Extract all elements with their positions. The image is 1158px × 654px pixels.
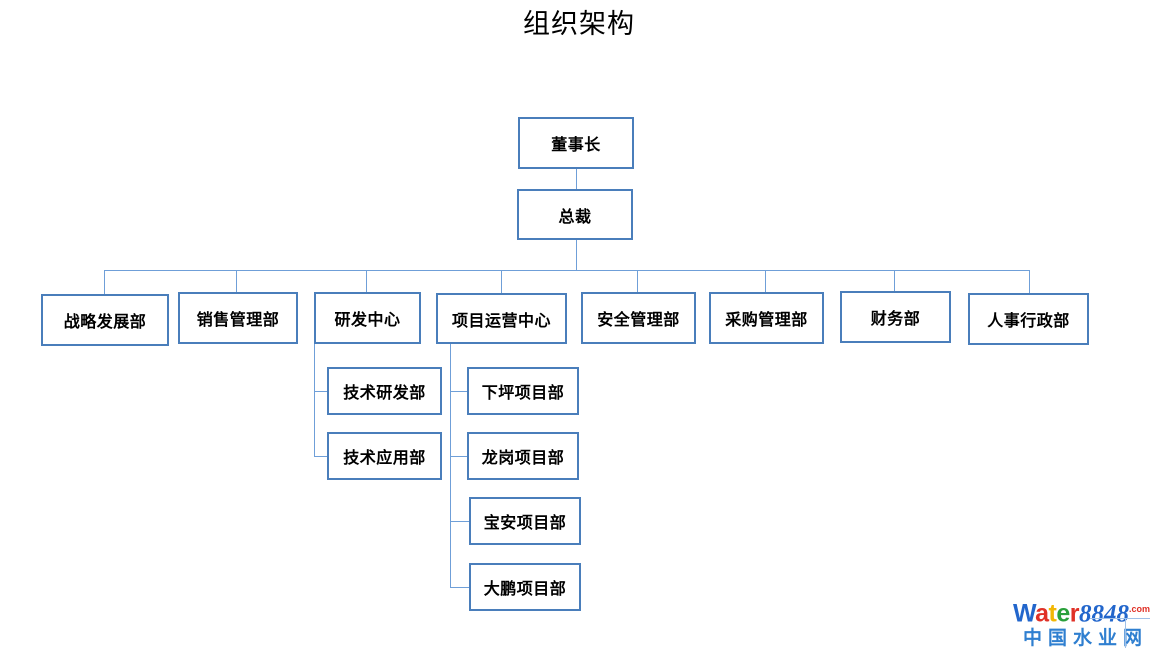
node-label: 下坪项目部 (481, 385, 565, 402)
node-baoan-project-department[interactable]: 宝安项目部 (469, 497, 581, 545)
connector-chairman-president (576, 169, 577, 189)
connector-drop-dept-7 (894, 270, 895, 292)
connector-project-spine (450, 344, 451, 587)
node-label: 龙岗项目部 (481, 450, 565, 467)
node-department-safety-management[interactable]: 安全管理部 (581, 292, 696, 344)
logo-number: 8848 (1078, 600, 1129, 628)
connector-drop-dept-6 (765, 270, 766, 293)
logo-rule-vertical (1125, 618, 1126, 648)
node-label: 销售管理部 (196, 312, 280, 329)
node-label: 人事行政部 (987, 313, 1070, 330)
connector-rd-stub-1 (314, 391, 327, 392)
node-longgang-project-department[interactable]: 龙岗项目部 (467, 432, 579, 480)
logo-letter-w: W (1012, 599, 1036, 628)
connector-project-stub-4 (450, 587, 469, 588)
node-label: 大鹏项目部 (483, 581, 567, 598)
node-department-sales-management[interactable]: 销售管理部 (178, 292, 298, 344)
connector-project-stub-3 (450, 521, 469, 522)
node-chairman-label: 董事长 (551, 137, 601, 154)
connector-drop-dept-1 (104, 270, 105, 295)
connector-president-drop (576, 240, 577, 270)
connector-drop-dept-3 (366, 270, 367, 293)
logo-letter-e: e (1056, 599, 1070, 628)
connector-project-stub-2 (450, 456, 467, 457)
node-label: 技术应用部 (343, 450, 426, 467)
node-label: 研发中心 (334, 312, 401, 329)
node-department-procurement-management[interactable]: 采购管理部 (709, 292, 824, 344)
node-president[interactable]: 总裁 (517, 189, 633, 240)
node-label: 宝安项目部 (483, 515, 567, 532)
node-label: 战略发展部 (63, 314, 147, 331)
watermark-logo: Water8848.com 中国水业网 (980, 596, 1150, 650)
node-label: 安全管理部 (597, 312, 680, 329)
node-xiaping-project-department[interactable]: 下坪项目部 (467, 367, 579, 415)
connector-rd-spine (314, 344, 315, 457)
connector-project-stub-1 (450, 391, 467, 392)
node-label: 技术研发部 (343, 385, 426, 402)
node-label: 采购管理部 (725, 312, 808, 329)
connector-department-bus (104, 270, 1029, 271)
connector-drop-dept-8 (1029, 270, 1030, 294)
node-chairman[interactable]: 董事长 (518, 117, 634, 169)
logo-letter-t: t (1048, 599, 1057, 628)
connector-drop-dept-4 (501, 270, 502, 294)
logo-chinese-name: 中国水业网 (1022, 628, 1148, 650)
logo-letter-a: a (1035, 599, 1049, 628)
logo-rule-horizontal (1090, 618, 1150, 619)
node-dapeng-project-department[interactable]: 大鹏项目部 (469, 563, 581, 611)
node-department-rd-center[interactable]: 研发中心 (314, 292, 421, 344)
logo-com-suffix: .com (1128, 604, 1150, 614)
node-department-finance[interactable]: 财务部 (840, 291, 951, 343)
node-technical-application-department[interactable]: 技术应用部 (327, 432, 442, 480)
logo-letter-r: r (1069, 599, 1080, 628)
logo-wordmark: Water8848.com (980, 596, 1150, 627)
node-technical-rd-department[interactable]: 技术研发部 (327, 367, 442, 415)
node-department-strategic-development[interactable]: 战略发展部 (41, 294, 169, 346)
connector-drop-dept-5 (637, 270, 638, 293)
node-label: 财务部 (870, 311, 921, 328)
node-department-hr-administration[interactable]: 人事行政部 (968, 293, 1089, 345)
connector-drop-dept-2 (236, 270, 237, 293)
node-label: 项目运营中心 (451, 312, 551, 330)
page-title: 组织架构 (523, 9, 635, 39)
node-department-project-operations-center[interactable]: 项目运营中心 (436, 293, 567, 344)
node-president-label: 总裁 (558, 208, 592, 226)
connector-rd-stub-2 (314, 456, 327, 457)
